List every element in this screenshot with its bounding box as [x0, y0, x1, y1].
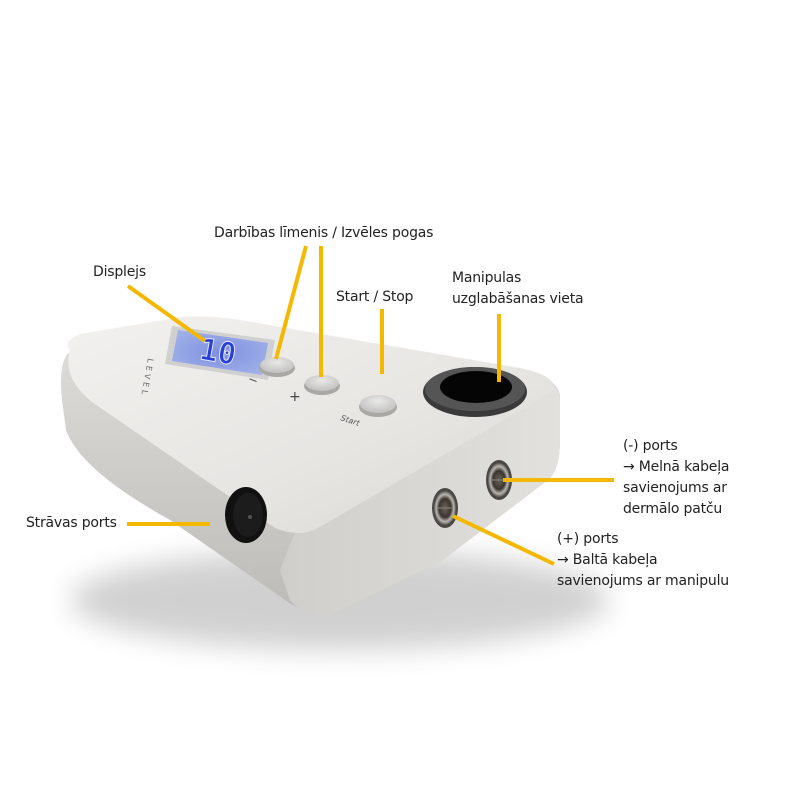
label-level-buttons: Darbības līmenis / Izvēles pogas [214, 223, 433, 244]
label-line: Start / Stop [336, 289, 414, 305]
label-start-stop: Start / Stop [336, 287, 413, 308]
label-line: → Melnā kabeļa [623, 459, 730, 475]
label-line: Manipulas [452, 270, 522, 286]
power-port [225, 487, 267, 543]
display-value: 10 [197, 332, 239, 373]
label-line: (+) ports [557, 531, 619, 547]
label-line: Darbības līmenis / Izvēles pogas [214, 225, 434, 241]
label-line: savienojums ar manipulu [557, 573, 729, 589]
label-line: savienojums ar [623, 480, 727, 496]
start-stop-button[interactable]: Start [339, 395, 397, 428]
plus-symbol: + [289, 389, 301, 405]
leader-line-minus-button [274, 245, 308, 360]
label-holder: Manipulas uzglabāšanas vieta [452, 268, 584, 310]
plus-port [432, 488, 458, 528]
device-top-face [67, 316, 554, 533]
label-line: → Baltā kabeļa [557, 552, 658, 568]
label-minus-port: (-) ports → Melnā kabeļa savienojums ar … [623, 436, 729, 520]
device-front-face [280, 380, 560, 616]
plus-button[interactable]: + [289, 375, 340, 405]
label-line: Displejs [93, 264, 146, 280]
minus-button[interactable]: − [246, 357, 295, 388]
minus-symbol: − [246, 372, 260, 389]
label-line: uzglabāšanas vieta [452, 291, 584, 307]
label-power-port: Strāvas ports [26, 513, 117, 534]
label-display: Displejs [93, 262, 146, 283]
label-line: dermālo patču [623, 501, 723, 517]
leader-line-plus-port [452, 514, 555, 566]
label-plus-port: (+) ports → Baltā kabeļa savienojums ar … [557, 529, 729, 592]
leader-line-display [126, 284, 207, 343]
manipula-holder [423, 367, 527, 417]
label-line: (-) ports [623, 438, 678, 454]
label-line: Strāvas ports [26, 515, 117, 531]
